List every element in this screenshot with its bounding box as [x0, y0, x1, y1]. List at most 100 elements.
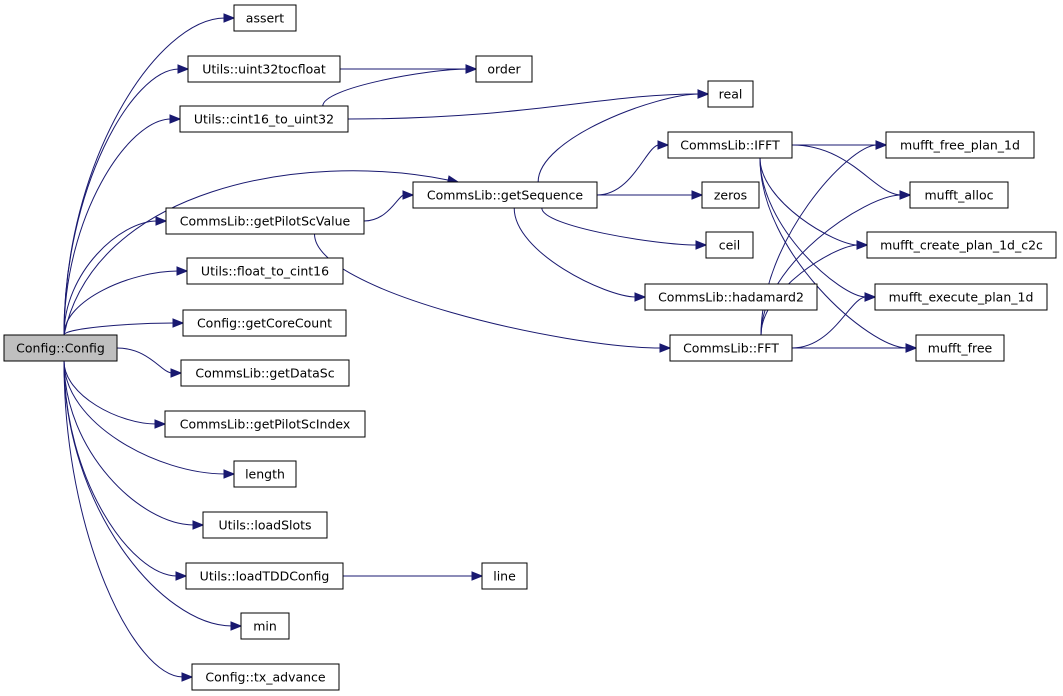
- node-label: Utils::cint16_to_uint32: [194, 112, 334, 127]
- node-box: [164, 410, 366, 438]
- edge-getSequence-to-zeros: [597, 190, 704, 200]
- node-box: [202, 511, 328, 539]
- node-label: CommsLib::hadamard2: [658, 290, 804, 305]
- node-label: assert: [246, 11, 285, 26]
- edge-fft-to-mufft_alloc: [760, 190, 912, 336]
- node-label: real: [719, 87, 743, 102]
- node-ifft[interactable]: CommsLib::IFFT: [667, 131, 793, 159]
- node-mufft-alloc[interactable]: mufft_alloc: [909, 181, 1009, 209]
- node-fft[interactable]: CommsLib::FFT: [669, 334, 793, 362]
- node-label: Utils::uint32tocfloat: [202, 62, 326, 77]
- node-label: Utils::loadTDDConfig: [200, 569, 330, 584]
- node-loadTDDConfig[interactable]: Utils::loadTDDConfig: [185, 562, 344, 590]
- node-hadamard2[interactable]: CommsLib::hadamard2: [644, 283, 818, 311]
- node-real[interactable]: real: [707, 80, 754, 108]
- node-box: [481, 562, 528, 590]
- node-min[interactable]: min: [240, 612, 290, 640]
- node-label: mufft_create_plan_1d_c2c: [880, 238, 1043, 253]
- node-ceil[interactable]: ceil: [705, 231, 754, 259]
- edge-cint16_to_uint32-to-order: [322, 64, 478, 107]
- edge-getSequence-to-ceil: [541, 207, 708, 250]
- node-label: Config::getCoreCount: [197, 316, 332, 331]
- edge-config_ctor-to-uint32tocfloat: [63, 64, 190, 336]
- edge-config_ctor-to-getCoreCount: [63, 318, 185, 336]
- edge-getSequence-to-ifft: [596, 140, 670, 196]
- edge-config_ctor-to-loadSlots: [63, 360, 205, 530]
- node-box: [669, 334, 793, 362]
- node-tx-advance[interactable]: Config::tx_advance: [191, 663, 340, 691]
- node-box: [885, 131, 1035, 159]
- node-label: mufft_free_plan_1d: [900, 138, 1020, 153]
- edge-fft-to-mufft_free: [792, 343, 918, 353]
- node-loadSlots[interactable]: Utils::loadSlots: [202, 511, 328, 539]
- node-box: [182, 309, 347, 337]
- node-getDataSc[interactable]: CommsLib::getDataSc: [180, 359, 350, 387]
- node-box: [909, 181, 1009, 209]
- node-box: [915, 334, 1005, 362]
- node-box: [233, 460, 297, 488]
- node-label: Config::tx_advance: [205, 670, 326, 685]
- edge-getPilotScValue-to-getSequence: [363, 190, 415, 222]
- node-uint32tocfloat[interactable]: Utils::uint32tocfloat: [187, 55, 341, 83]
- node-label: min: [253, 619, 277, 634]
- node-label: CommsLib::getDataSc: [195, 366, 334, 381]
- node-assert[interactable]: assert: [233, 4, 297, 32]
- node-mufft-create-plan-1d-c2c[interactable]: mufft_create_plan_1d_c2c: [866, 231, 1057, 259]
- node-box: [667, 131, 793, 159]
- node-float-to-cint16[interactable]: Utils::float_to_cint16: [186, 257, 344, 285]
- node-box: [3, 334, 118, 362]
- edge-fft-to-mufft_create_plan_1d_c2c: [760, 240, 869, 336]
- edge-getSequence-to-real: [537, 89, 710, 183]
- node-getPilotScIndex[interactable]: CommsLib::getPilotScIndex: [164, 410, 366, 438]
- node-label: mufft_free: [928, 341, 993, 356]
- edge-config_ctor-to-tx_advance: [63, 360, 194, 682]
- node-getCoreCount[interactable]: Config::getCoreCount: [182, 309, 347, 337]
- edge-ifft-to-mufft_free_plan_1d: [792, 140, 888, 150]
- node-box: [701, 181, 760, 209]
- node-config-ctor[interactable]: Config::Config: [3, 334, 118, 362]
- node-box: [475, 55, 533, 83]
- node-box: [180, 359, 350, 387]
- node-label: mufft_execute_plan_1d: [889, 290, 1034, 305]
- node-zeros[interactable]: zeros: [701, 181, 760, 209]
- node-mufft-free-plan-1d[interactable]: mufft_free_plan_1d: [885, 131, 1035, 159]
- edge-fft-to-mufft_execute_plan_1d: [791, 292, 877, 349]
- node-label: CommsLib::getSequence: [427, 188, 584, 203]
- node-label: CommsLib::getPilotScIndex: [180, 417, 351, 432]
- node-label: ceil: [719, 238, 741, 253]
- node-box: [179, 105, 349, 133]
- node-line[interactable]: line: [481, 562, 528, 590]
- edge-config_ctor-to-getDataSc: [116, 347, 183, 378]
- node-label: order: [487, 62, 521, 77]
- node-label: mufft_alloc: [925, 188, 994, 203]
- node-box: [191, 663, 340, 691]
- node-label: Config::Config: [16, 341, 105, 356]
- node-box: [165, 207, 365, 235]
- node-mufft-free[interactable]: mufft_free: [915, 334, 1005, 362]
- edge-config_ctor-to-getPilotScIndex: [63, 360, 167, 429]
- node-label: zeros: [714, 188, 747, 203]
- node-label: Utils::float_to_cint16: [201, 264, 329, 279]
- edge-cint16_to_uint32-to-real: [347, 89, 710, 120]
- node-box: [705, 231, 754, 259]
- node-mufft-execute-plan-1d[interactable]: mufft_execute_plan_1d: [874, 283, 1048, 311]
- node-getPilotScValue[interactable]: CommsLib::getPilotScValue: [165, 207, 365, 235]
- node-label: CommsLib::getPilotScValue: [180, 214, 351, 229]
- node-label: length: [245, 467, 285, 482]
- edge-loadTDDConfig-to-line: [343, 571, 484, 581]
- node-order[interactable]: order: [475, 55, 533, 83]
- node-box: [874, 283, 1048, 311]
- node-box: [412, 181, 598, 209]
- node-length[interactable]: length: [233, 460, 297, 488]
- node-getSequence[interactable]: CommsLib::getSequence: [412, 181, 598, 209]
- node-box: [233, 4, 297, 32]
- node-box: [187, 55, 341, 83]
- edge-config_ctor-to-float_to_cint16: [63, 266, 189, 336]
- node-cint16-to-uint32[interactable]: Utils::cint16_to_uint32: [179, 105, 349, 133]
- edge-getSequence-to-hadamard2: [513, 207, 647, 302]
- node-label: CommsLib::FFT: [683, 341, 779, 356]
- edge-config_ctor-to-getPilotScValue: [63, 216, 168, 336]
- edge-ifft-to-mufft_create_plan_1d_c2c: [759, 157, 869, 250]
- node-label: line: [493, 569, 516, 584]
